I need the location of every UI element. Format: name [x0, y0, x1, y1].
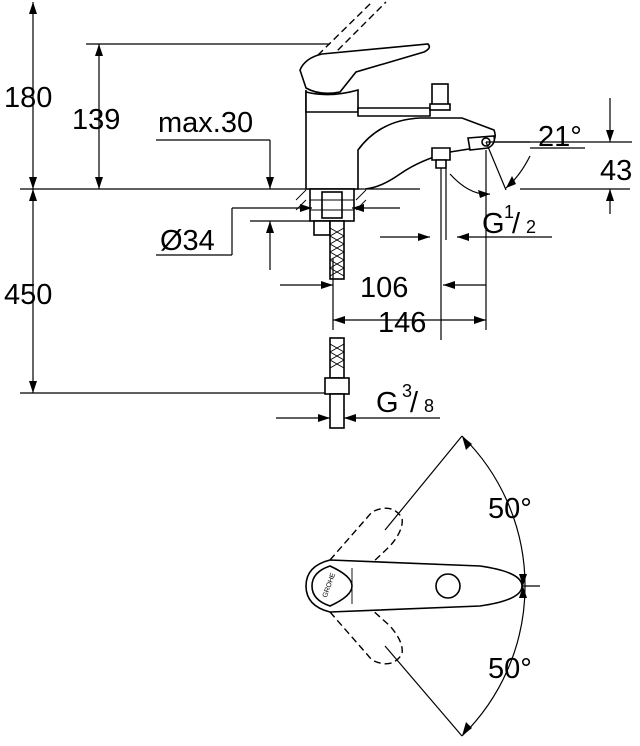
label-hole-diameter: Ø34 — [160, 225, 215, 257]
label-spout-reach-2: 146 — [378, 307, 426, 339]
label-inlet-thread-g: G — [376, 387, 399, 419]
label-outlet-thread-num: 1 — [504, 202, 514, 222]
label-spout-height: 139 — [72, 104, 120, 136]
label-inlet-thread-slash: / — [410, 387, 419, 419]
label-inlet-thread-num: 3 — [402, 381, 412, 401]
label-spout-reach-1: 106 — [360, 272, 408, 304]
supply-hose — [324, 220, 350, 429]
label-outlet-height: 43 — [600, 155, 632, 187]
label-outlet-thread-g: G — [482, 208, 505, 240]
label-hose-length: 450 — [4, 279, 52, 311]
label-max-deck: max.30 — [158, 107, 253, 139]
mounting-assembly — [295, 188, 367, 236]
label-inlet-thread-den: 8 — [424, 396, 434, 416]
label-total-height: 180 — [4, 82, 52, 114]
label-outlet-thread-den: 2 — [526, 217, 536, 237]
side-view — [20, 1, 632, 429]
label-outlet-thread-slash: / — [512, 208, 521, 240]
label-swivel-angle-top: 50° — [488, 493, 532, 525]
top-view — [305, 435, 540, 737]
label-spout-angle: 21° — [538, 121, 582, 153]
mixer-body — [299, 43, 496, 340]
label-swivel-angle-bottom: 50° — [488, 653, 532, 685]
